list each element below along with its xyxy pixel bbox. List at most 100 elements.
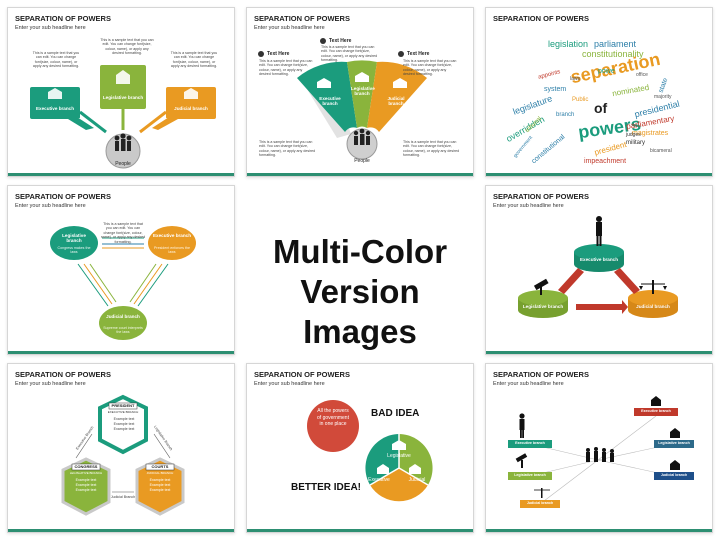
cloud-word: constitutionality	[582, 49, 644, 59]
better-idea-label: BETTER IDEA!	[291, 482, 361, 493]
courts-item: Example text	[149, 478, 171, 482]
slide-thumbnail-1[interactable]: SEPARATION OF POWERS Enter your sub head…	[7, 7, 235, 177]
hexagon-diagram	[61, 394, 185, 516]
cloud-word: bicameral	[650, 148, 672, 154]
slide-thumbnail-2[interactable]: SEPARATION OF POWERS Enter your sub head…	[246, 7, 474, 177]
slide-subtitle: Enter your sub headline here	[493, 381, 564, 387]
legislative-segment-label: Legislative branch	[351, 86, 375, 96]
cloud-word: state	[657, 77, 670, 94]
bad-idea-label: BAD IDEA	[371, 408, 420, 419]
cloud-word: impeachment	[584, 158, 627, 165]
cloud-word: laws	[570, 76, 581, 82]
cloud-word: nominated	[611, 82, 650, 99]
courts-item: Example text	[149, 488, 171, 492]
congress-label: CONGRESS	[74, 464, 98, 469]
slide-subtitle: Enter your sub headline here	[15, 203, 86, 209]
slide-title: SEPARATION OF POWERS	[254, 370, 350, 379]
sample-text: This is a sample text that you can edit.…	[170, 51, 218, 69]
bottom-accent-bar	[8, 529, 234, 532]
slide-subtitle: Enter your sub headline here	[493, 203, 564, 209]
idea-diagram	[307, 400, 433, 502]
slide-subtitle: Enter your sub headline here	[15, 25, 86, 31]
cylinder-diagram	[518, 216, 678, 318]
slide-subtitle: Enter your sub headline here	[254, 381, 325, 387]
congress-sub: LEGISLATIVE BRANCH	[69, 471, 103, 475]
slide-title: SEPARATION OF POWERS	[493, 14, 589, 23]
triangle-diagram	[50, 226, 196, 340]
judicial-node-desc: Supreme court interprets the laws	[103, 326, 143, 335]
judicial-label: Judicial branch	[174, 106, 208, 111]
cloud-word: office	[636, 72, 648, 78]
bottom-accent-bar	[486, 173, 712, 176]
slide-title: SEPARATION OF POWERS	[15, 14, 111, 23]
branches-diagram	[30, 65, 216, 169]
sample-text: This is a sample text that you can edit.…	[100, 38, 154, 56]
congress-item: Example text	[75, 478, 97, 482]
collage-center-title: Multi-Color Version Images	[240, 232, 480, 352]
bottom-accent-bar	[486, 351, 712, 354]
slide-title: SEPARATION OF POWERS	[493, 192, 589, 201]
cloud-word: judges	[626, 132, 641, 138]
cloud-word: majority	[654, 94, 672, 100]
network-box-label: Legislative branch	[514, 473, 546, 477]
bad-circle-text: All the powers of government in one plac…	[317, 408, 349, 427]
legislative-label: Legislative branch	[102, 95, 144, 100]
legislative-node-desc: Congress makes the laws	[57, 246, 91, 255]
slide-thumbnail-3[interactable]: SEPARATION OF POWERS legislation parliam…	[485, 7, 713, 177]
cloud-word: branch	[556, 112, 575, 118]
people-label: People	[115, 161, 131, 167]
slide-title: SEPARATION OF POWERS	[254, 14, 350, 23]
network-box-label: Executive branch	[641, 409, 671, 413]
congress-item: Example text	[75, 488, 97, 492]
sample-text: This is a sample text that you can edit.…	[403, 140, 460, 158]
cloud-word: system	[544, 86, 567, 93]
executive-node-label: Executive branch	[152, 233, 192, 238]
sample-text: This is a sample text that you can edit.…	[32, 51, 80, 69]
cloud-word: legislation	[548, 39, 589, 49]
judicial-node-label: Judicial branch	[106, 314, 140, 319]
president-item: Example text	[113, 417, 135, 421]
courts-label: COURTS	[151, 464, 169, 469]
slide-title: SEPARATION OF POWERS	[15, 192, 111, 201]
slide-thumbnail-7[interactable]: SEPARATION OF POWERS Enter your sub head…	[246, 363, 474, 533]
sample-text: This is a sample text that you can edit.…	[321, 45, 378, 63]
side-label: Judicial Branch	[110, 495, 136, 499]
cloud-word: parliament	[594, 39, 637, 49]
center-title-line-1: Multi-Color	[272, 233, 448, 270]
network-diagram	[508, 396, 694, 508]
slide-thumbnail-5[interactable]: SEPARATION OF POWERS Enter your sub head…	[485, 185, 713, 355]
network-box-label: Judicial branch	[660, 473, 688, 477]
text-here-heading: Text Here	[329, 38, 352, 44]
people-label: People	[354, 158, 370, 164]
courts-item: Example text	[149, 483, 171, 487]
courts-sub: JUDICIAL BRANCH	[146, 471, 174, 475]
bottom-accent-bar	[247, 529, 473, 532]
slide-subtitle: Enter your sub headline here	[254, 25, 325, 31]
cloud-word: military	[626, 140, 645, 146]
president-label: PRESIDENT	[111, 403, 135, 408]
pie-label-judicial: Judicial	[408, 477, 426, 483]
judicial-tier-label: Judicial branch	[636, 304, 670, 309]
president-item: Example text	[113, 427, 135, 431]
slide-thumbnail-6[interactable]: SEPARATION OF POWERS Enter your sub head…	[7, 363, 235, 533]
cloud-word: magistrates	[632, 130, 669, 137]
network-box-label: Legislative branch	[658, 441, 690, 445]
executive-node-desc: President enforces the laws	[154, 246, 190, 255]
congress-item: Example text	[75, 483, 97, 487]
executive-segment-label: Executive branch	[319, 96, 341, 106]
text-here-heading: Text Here	[407, 51, 430, 57]
network-box-label: Judicial branch	[526, 501, 554, 505]
slide-thumbnail-8[interactable]: SEPARATION OF POWERS Enter your sub head…	[485, 363, 713, 533]
cloud-word: Public	[572, 97, 589, 103]
executive-label: Executive branch	[35, 106, 75, 111]
cloud-word: legislature	[511, 93, 554, 117]
slide-thumbnail-4[interactable]: SEPARATION OF POWERS Enter your sub head…	[7, 185, 235, 355]
slide-title: SEPARATION OF POWERS	[493, 370, 589, 379]
sample-text: This is a sample text that you can edit.…	[403, 59, 457, 77]
sample-text: This is a sample text that you can edit.…	[259, 59, 313, 77]
executive-tier-label: Executive branch	[579, 257, 619, 262]
center-title-line-2: Version Images	[300, 273, 420, 350]
legislative-tier-label: Legislative branch	[522, 304, 564, 309]
bottom-accent-bar	[486, 529, 712, 532]
